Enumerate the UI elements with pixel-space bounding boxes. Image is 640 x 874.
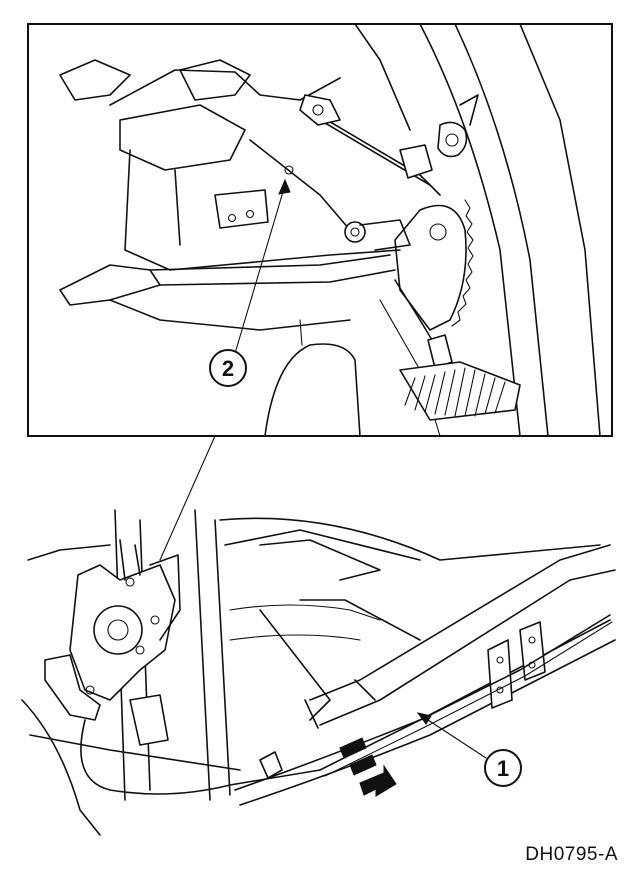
callout-2: 2 bbox=[209, 349, 247, 387]
frame-rail-upper bbox=[309, 544, 611, 701]
floor-clip bbox=[259, 751, 283, 779]
kick-panel bbox=[27, 544, 111, 561]
control-drum bbox=[93, 605, 143, 655]
floor-pan bbox=[219, 517, 601, 561]
main-view: 1 bbox=[21, 509, 616, 836]
pivot-point bbox=[344, 221, 366, 243]
parking-brake-control bbox=[44, 539, 181, 746]
callout-1: 1 bbox=[484, 749, 522, 787]
brake-cable-upper bbox=[309, 109, 441, 196]
callout-2-label: 2 bbox=[222, 356, 234, 381]
pull-direction-arrow bbox=[339, 737, 397, 797]
ratchet-sector-gear bbox=[394, 199, 474, 331]
callout-1-label: 1 bbox=[497, 756, 509, 781]
floor-hatch bbox=[399, 361, 521, 421]
brake-cable-lower bbox=[394, 279, 436, 346]
callout-1-leader bbox=[424, 717, 487, 759]
figure-code: DH0795-A bbox=[525, 844, 618, 865]
detail-inset: 2 bbox=[27, 23, 613, 437]
cable-clip bbox=[299, 94, 341, 126]
inset-connector bbox=[159, 435, 216, 561]
release-hole bbox=[284, 165, 294, 175]
door-pillar bbox=[419, 25, 521, 435]
frame-rail-lower bbox=[234, 619, 611, 791]
cable-connector bbox=[427, 334, 453, 369]
tensioner-wheel bbox=[437, 121, 468, 158]
rear-brake-cable bbox=[80, 719, 321, 795]
cable-bracket bbox=[487, 621, 546, 709]
callout-2-leader bbox=[235, 184, 286, 351]
